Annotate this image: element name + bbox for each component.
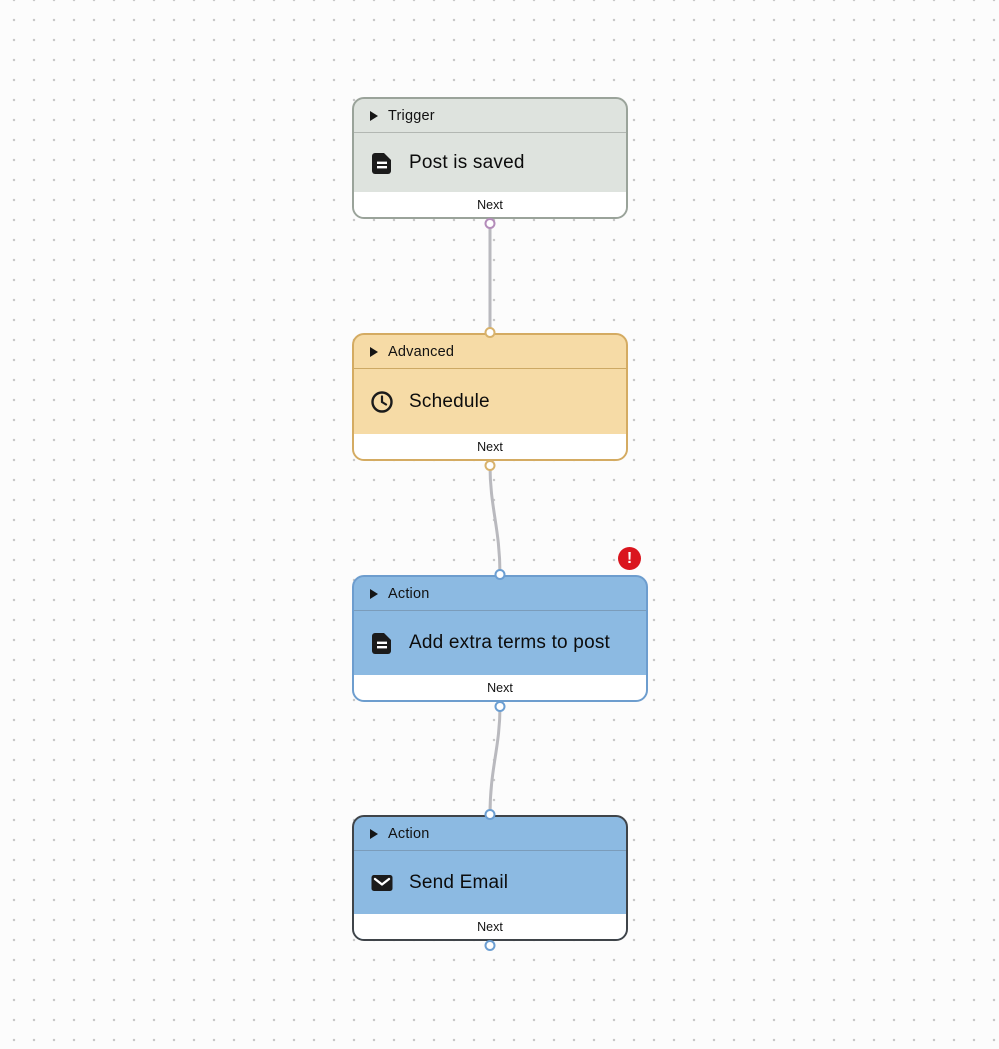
collapse-triangle-icon[interactable] <box>370 588 378 599</box>
node-header[interactable]: Advanced <box>354 335 626 369</box>
node-footer: Next <box>354 675 646 700</box>
node-body: Add extra terms to post <box>354 611 646 675</box>
clock-icon <box>371 390 393 413</box>
next-label: Next <box>487 680 513 695</box>
document-icon <box>372 152 391 174</box>
node-category-label: Action <box>388 825 430 842</box>
collapse-triangle-icon[interactable] <box>370 346 378 357</box>
node-title: Schedule <box>409 390 490 412</box>
collapse-triangle-icon[interactable] <box>370 110 378 121</box>
node-header[interactable]: Action <box>354 817 626 851</box>
output-port[interactable] <box>484 460 496 471</box>
output-port[interactable] <box>484 940 496 951</box>
node-footer: Next <box>354 192 626 217</box>
document-icon <box>372 633 391 654</box>
node-trigger-post-is-saved[interactable]: Trigger Post is saved Next <box>352 97 628 229</box>
error-badge-icon[interactable]: ! <box>618 547 641 570</box>
node-advanced-schedule[interactable]: Advanced Schedule Next <box>352 327 628 471</box>
next-label: Next <box>477 919 503 934</box>
node-body: Post is saved <box>354 133 626 192</box>
next-label: Next <box>477 439 503 454</box>
node-action-send-email[interactable]: Action Send Email Next <box>352 809 628 951</box>
node-category-label: Action <box>388 585 430 602</box>
next-label: Next <box>477 197 503 212</box>
node-header[interactable]: Trigger <box>354 99 626 133</box>
output-port[interactable] <box>494 701 506 712</box>
output-port[interactable] <box>484 218 496 229</box>
collapse-triangle-icon[interactable] <box>370 828 378 839</box>
input-port[interactable] <box>484 327 496 338</box>
node-title: Send Email <box>409 871 509 893</box>
node-action-add-extra-terms[interactable]: Action Add extra terms to post Next ! <box>352 547 648 712</box>
connector-advanced-to-action[interactable] <box>488 463 502 577</box>
node-footer: Next <box>354 914 626 939</box>
node-category-label: Trigger <box>388 107 435 124</box>
input-port[interactable] <box>494 569 506 580</box>
input-port[interactable] <box>484 809 496 820</box>
node-footer: Next <box>354 434 626 459</box>
mail-icon <box>371 874 393 891</box>
connector-action-to-sendemail[interactable] <box>488 704 502 817</box>
node-category-label: Advanced <box>388 343 455 360</box>
node-title: Add extra terms to post <box>409 632 611 653</box>
node-header[interactable]: Action <box>354 577 646 611</box>
node-title: Post is saved <box>409 151 525 173</box>
node-body: Schedule <box>354 369 626 434</box>
node-body: Send Email <box>354 851 626 914</box>
